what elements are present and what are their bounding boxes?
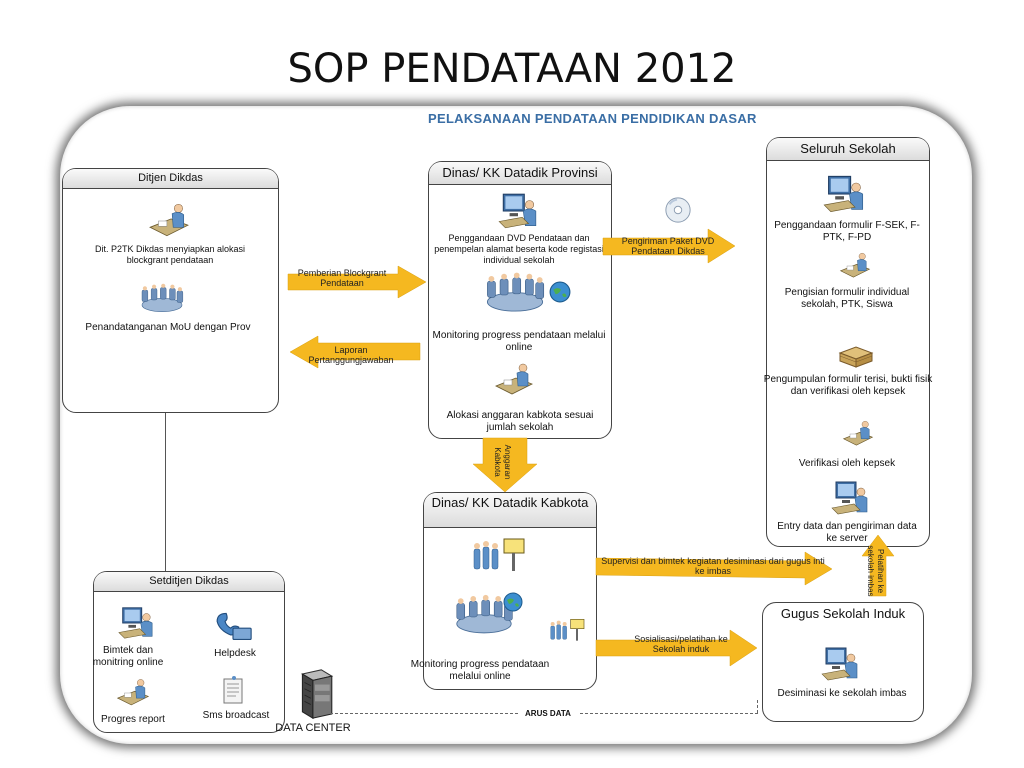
- provinsi-step-alokasi: Alokasi anggaran kabkota sesuai jumlah s…: [446, 410, 594, 433]
- setditjen-item-sms: Sms broadcast: [202, 710, 270, 721]
- arrow-pelatihan: [861, 534, 895, 597]
- setditjen-item-bimtek: Bimtek dan monitring online: [92, 645, 164, 668]
- lane-title: Gugus Sekolah Induk: [780, 606, 906, 621]
- arrow-supervisi-label: Supervisi dan bimtek kegiatan desiminasi…: [601, 556, 825, 576]
- setditjen-item-helpdesk: Helpdesk: [214, 648, 256, 659]
- sekolah-step-pengisian: Pengisian formulir individual sekolah, P…: [784, 287, 910, 310]
- lane-title: Dinas/ KK Datadik Provinsi: [429, 162, 611, 185]
- lane-title: Ditjen Dikdas: [63, 169, 278, 189]
- lane-title: Seluruh Sekolah: [767, 138, 929, 161]
- arrow-blockgrant: [287, 265, 427, 299]
- arrow-dvd: [602, 228, 736, 264]
- provinsi-step-monitoring: Monitoring progress pendataan melalui on…: [432, 330, 606, 353]
- sekolah-step-penggandaan: Penggandaan formulir F-SEK, F-PTK, F-PD: [774, 220, 920, 243]
- lane-title: Setditjen Dikdas: [94, 572, 284, 592]
- arrow-supervisi: [595, 551, 833, 586]
- arus-data-riser: [757, 700, 758, 713]
- lane-setditjen-dikdas: Setditjen Dikdas: [93, 571, 285, 733]
- data-center-label: DATA CENTER: [275, 722, 351, 734]
- arus-data-label: ARUS DATA: [518, 708, 578, 719]
- arrow-laporan-label: Laporan Pertanggungjawaban: [308, 345, 394, 365]
- ditjen-setditjen-connector: [165, 412, 166, 572]
- sekolah-step-pengumpulan: Pengumpulan formulir terisi, bukti fisik…: [763, 374, 933, 397]
- provinsi-step-dvd: Penggandaan DVD Pendataan dan penempelan…: [434, 233, 604, 265]
- arrow-pelatihan-label: Pelatihan ke sekolah imbas: [866, 545, 885, 597]
- ditjen-step-blockgrant: Dit. P2TK Dikdas menyiapkan alokasi bloc…: [94, 244, 246, 265]
- arrow-anggaran: [472, 437, 538, 493]
- gugus-step-desiminasi: Desiminasi ke sekolah imbas: [777, 688, 907, 699]
- arrow-blockgrant-label: Pemberian Blockgrant Pendataan: [297, 268, 387, 288]
- dvd-disc-icon: [664, 196, 692, 224]
- arrow-sosialisasi: [595, 629, 758, 667]
- arrow-laporan: [289, 335, 421, 369]
- setditjen-item-progres: Progres report: [101, 714, 165, 725]
- ditjen-step-mou: Penandatanganan MoU dengan Prov: [85, 322, 251, 333]
- diagram-title: PELAKSANAAN PENDATAAN PENDIDIKAN DASAR: [428, 111, 757, 126]
- arrow-anggaran-label: Anggaran Kabkota: [493, 444, 512, 480]
- sekolah-step-verifikasi: Verifikasi oleh kepsek: [798, 458, 896, 469]
- lane-dinas-kabkota: Dinas/ KK Datadik Kabkota: [423, 492, 597, 690]
- arrow-dvd-label: Pengiriman Paket DVD Pendataan Dikdas: [621, 236, 715, 256]
- sekolah-step-entry: Entry data dan pengiriman data ke server: [777, 521, 917, 544]
- kabkota-step-monitoring: Monitoring progress pendataan melalui on…: [410, 659, 550, 682]
- lane-title: Dinas/ KK Datadik Kabkota: [424, 493, 596, 528]
- arrow-sosialisasi-label: Sosialisasi/pelatihan ke Sekolah induk: [634, 634, 728, 654]
- slide-title: SOP PENDATAAN 2012: [287, 46, 737, 92]
